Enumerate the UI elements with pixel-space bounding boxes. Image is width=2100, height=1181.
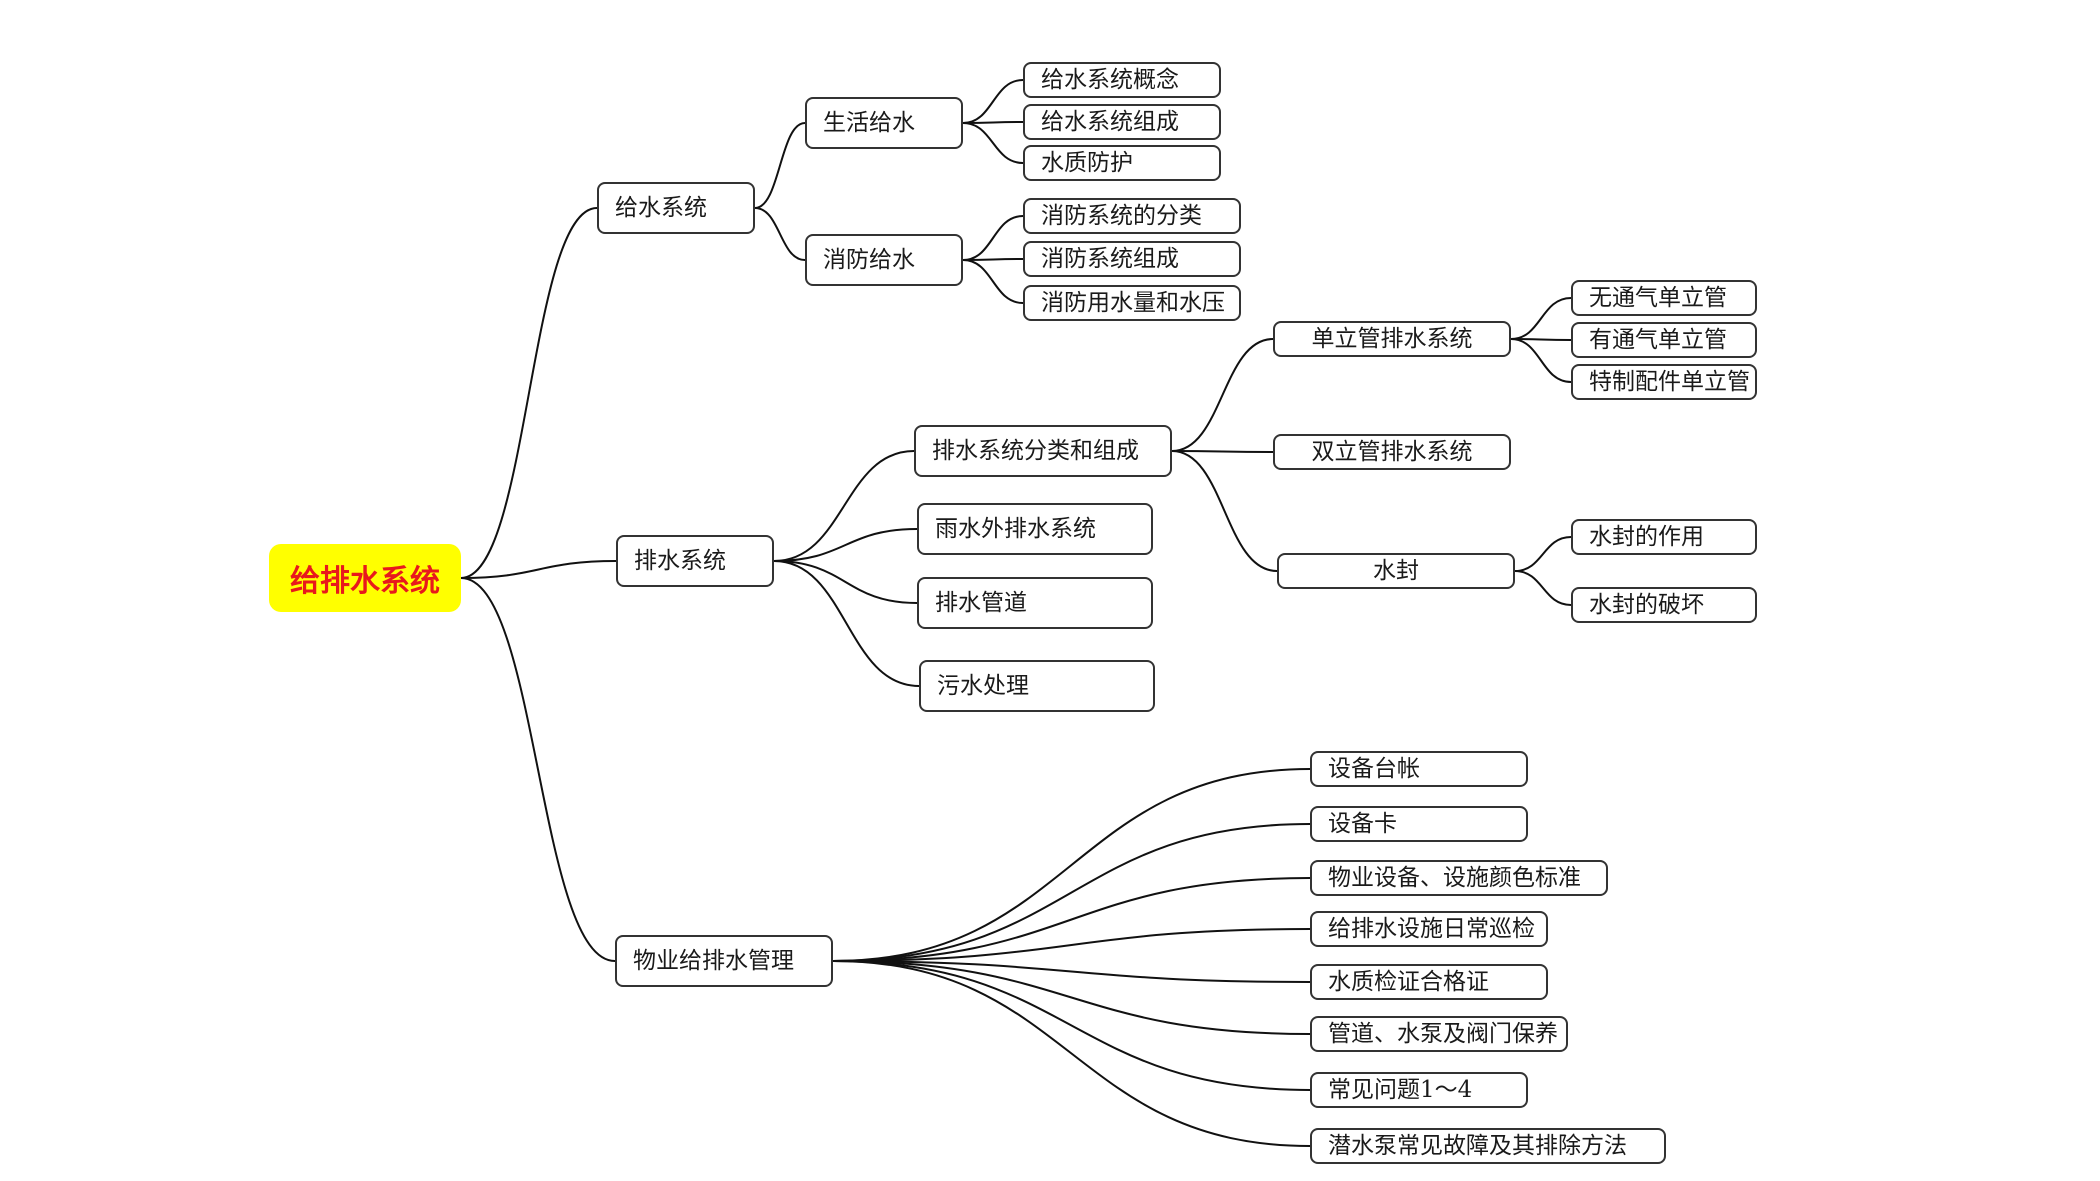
connector-equipment-card <box>832 823 1311 962</box>
node-quality-certificate[interactable]: 水质检证合格证 <box>1310 964 1548 1000</box>
connector-fire-supply <box>754 207 806 261</box>
connector-domestic-supply <box>754 122 806 209</box>
connector-rainwater-drainage <box>773 528 918 562</box>
connector-seal-damage <box>1514 570 1572 606</box>
node-drainage-classification[interactable]: 排水系统分类和组成 <box>914 425 1172 477</box>
connector-water-supply <box>460 207 598 579</box>
connector-equipment-ledger <box>832 768 1311 962</box>
connector-drainage-pipes <box>773 560 918 604</box>
node-seal-damage[interactable]: 水封的破坏 <box>1571 587 1757 623</box>
connector-drainage <box>460 560 617 579</box>
root-node[interactable]: 给排水系统 <box>269 544 461 612</box>
node-sewage-treatment[interactable]: 污水处理 <box>919 660 1155 712</box>
connector-supply-concept <box>962 79 1024 124</box>
connector-special-fitting-stack <box>1510 338 1572 383</box>
connector-pipe-pump-valve-maintenance <box>832 960 1311 1035</box>
node-fire-volume-pressure[interactable]: 消防用水量和水压 <box>1023 285 1241 321</box>
node-equipment-card[interactable]: 设备卡 <box>1310 806 1528 842</box>
connector-water-quality-protection <box>962 122 1024 164</box>
connector-single-stack <box>1171 338 1274 452</box>
connector-daily-inspection <box>832 928 1311 962</box>
node-color-standards[interactable]: 物业设备、设施颜色标准 <box>1310 860 1608 896</box>
node-submersible-pump-faults[interactable]: 潜水泵常见故障及其排除方法 <box>1310 1128 1666 1164</box>
connector-supply-composition <box>962 121 1024 124</box>
node-supply-composition[interactable]: 给水系统组成 <box>1023 104 1221 140</box>
node-domestic-supply[interactable]: 生活给水 <box>805 97 963 149</box>
connector-fire-volume-pressure <box>962 259 1024 304</box>
node-double-stack[interactable]: 双立管排水系统 <box>1273 434 1511 470</box>
node-drainage-pipes[interactable]: 排水管道 <box>917 577 1153 629</box>
node-equipment-ledger[interactable]: 设备台帐 <box>1310 751 1528 787</box>
node-vent-stack[interactable]: 有通气单立管 <box>1571 322 1757 358</box>
node-seal-function[interactable]: 水封的作用 <box>1571 519 1757 555</box>
node-water-seal[interactable]: 水封 <box>1277 553 1515 589</box>
connector-double-stack <box>1171 450 1274 453</box>
connector-sewage-treatment <box>773 560 920 687</box>
connector-property-management <box>460 577 616 962</box>
node-property-management[interactable]: 物业给排水管理 <box>615 935 833 987</box>
connector-no-vent-stack <box>1510 297 1572 340</box>
connector-common-issues <box>832 960 1311 1091</box>
node-pipe-pump-valve-maintenance[interactable]: 管道、水泵及阀门保养 <box>1310 1016 1568 1052</box>
node-supply-concept[interactable]: 给水系统概念 <box>1023 62 1221 98</box>
node-fire-supply[interactable]: 消防给水 <box>805 234 963 286</box>
node-common-issues[interactable]: 常见问题1～4 <box>1310 1072 1528 1108</box>
node-drainage[interactable]: 排水系统 <box>616 535 774 587</box>
connector-seal-function <box>1514 536 1572 572</box>
node-fire-classification[interactable]: 消防系统的分类 <box>1023 198 1241 234</box>
connector-fire-classification <box>962 215 1024 261</box>
connector-drainage-classification <box>773 450 915 562</box>
connector-color-standards <box>832 877 1311 962</box>
node-no-vent-stack[interactable]: 无通气单立管 <box>1571 280 1757 316</box>
connector-submersible-pump-faults <box>832 960 1311 1147</box>
node-fire-composition[interactable]: 消防系统组成 <box>1023 241 1241 277</box>
node-special-fitting-stack[interactable]: 特制配件单立管 <box>1571 364 1757 400</box>
connector-fire-composition <box>962 258 1024 261</box>
connector-water-seal <box>1171 450 1278 572</box>
node-rainwater-drainage[interactable]: 雨水外排水系统 <box>917 503 1153 555</box>
node-daily-inspection[interactable]: 给排水设施日常巡检 <box>1310 911 1548 947</box>
node-single-stack[interactable]: 单立管排水系统 <box>1273 321 1511 357</box>
node-water-quality-protection[interactable]: 水质防护 <box>1023 145 1221 181</box>
node-water-supply[interactable]: 给水系统 <box>597 182 755 234</box>
connector-quality-certificate <box>832 960 1311 983</box>
